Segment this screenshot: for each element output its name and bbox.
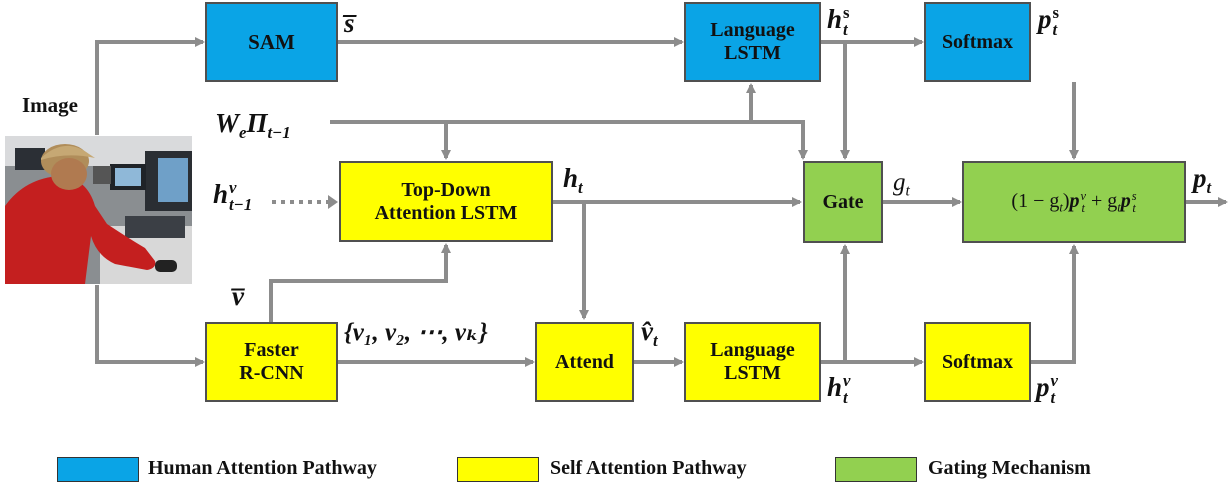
g-t-label: gt — [893, 169, 910, 200]
attend-label: Attend — [555, 350, 614, 373]
legend-swatch-gating — [835, 457, 917, 482]
softmax-top-label: Softmax — [941, 30, 1014, 53]
legend-label-self: Self Attention Pathway — [550, 457, 747, 479]
softmax-bottom-label: Softmax — [941, 350, 1014, 373]
legend-swatch-human — [57, 457, 139, 482]
faster-rcnn-line2: R-CNN — [239, 362, 304, 384]
arrow-vbar-to-topdown — [269, 243, 451, 322]
language-lstm-bottom-box: Language LSTM — [684, 322, 821, 402]
softmax-top-box: Softmax — [924, 2, 1031, 82]
sam-box: SAM — [205, 2, 338, 82]
arrow-softmax-bottom-to-formula — [1030, 244, 1079, 364]
faster-rcnn-box: Faster R-CNN — [205, 322, 338, 402]
arrow-htm1-head — [328, 195, 338, 209]
language-lstm-top-line1: Language — [710, 19, 795, 41]
gate-label: Gate — [822, 190, 864, 213]
arrow-image-to-sam — [95, 37, 205, 135]
arrow-image-to-rcnn — [95, 285, 205, 367]
softmax-bottom-box: Softmax — [924, 322, 1031, 402]
we-pi-label: WeΠt−1 — [215, 108, 291, 142]
v-hat-t-label: v̂t — [641, 316, 658, 350]
language-lstm-top-line2: LSTM — [724, 42, 781, 64]
faster-rcnn-line1: Faster — [244, 339, 299, 361]
input-image-label: Image — [22, 93, 78, 117]
arrow-we-line — [330, 120, 808, 160]
legend-swatch-self — [457, 457, 539, 482]
top-down-line2: Attention LSTM — [374, 201, 518, 224]
h-t-label: ht — [563, 163, 583, 197]
language-lstm-bottom-line1: Language — [710, 339, 795, 361]
language-lstm-bottom-line2: LSTM — [724, 362, 781, 384]
legend-label-gating: Gating Mechanism — [928, 457, 1091, 479]
gate-box: Gate — [803, 161, 883, 243]
top-down-attention-lstm-box: Top-Down Attention LSTM — [339, 161, 553, 242]
s-bar-label: s̅ — [344, 8, 355, 38]
v-bar-label: v̅ — [232, 281, 244, 311]
language-lstm-top-box: Language LSTM — [684, 2, 821, 82]
attend-box: Attend — [535, 322, 634, 402]
sam-label: SAM — [248, 29, 295, 54]
region-features-label: {v₁, v₂, ⋯, vₖ} — [344, 319, 488, 346]
p-t-output-label: pt — [1193, 163, 1212, 197]
input-photo — [5, 136, 192, 284]
legend-label-human: Human Attention Pathway — [148, 457, 377, 479]
top-down-line1: Top-Down — [401, 178, 491, 201]
